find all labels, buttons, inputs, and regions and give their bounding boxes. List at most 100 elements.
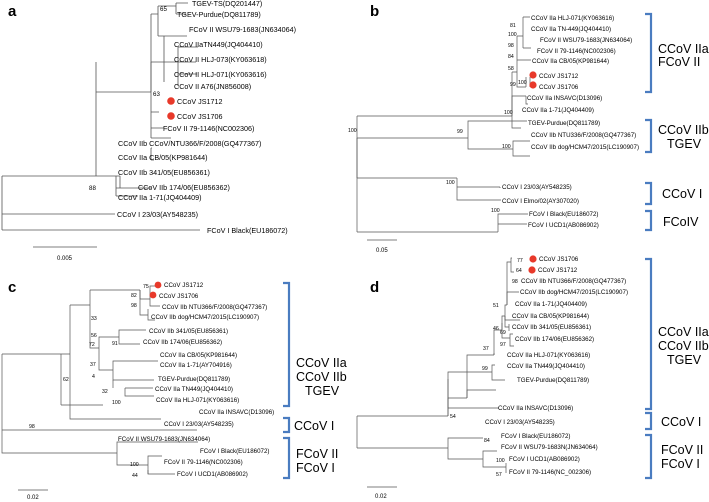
- panel-a-leaf-dots: [167, 97, 175, 120]
- panel-b-brackets: [645, 12, 653, 232]
- leaf-label: FCoV I UCD1(AB086902): [509, 456, 580, 463]
- panel-d: [356, 257, 520, 473]
- scale-bar-label: 0.005: [57, 256, 73, 262]
- panel-c-scale-bar: 0.02: [18, 489, 48, 501]
- leaf-label: FCoV II WSU79-1683N(JN634064): [501, 444, 598, 451]
- bootstrap-value: 58: [508, 66, 514, 72]
- bootstrap-value: 100: [508, 32, 517, 38]
- bracket-ccov-iia-iib-tgev: [645, 257, 653, 411]
- leaf-label: CCoV IIa 1-71(JQ404409): [522, 107, 594, 114]
- bootstrap-value: 84: [508, 54, 514, 60]
- bracket-ccov-iib-tgev: [645, 118, 653, 154]
- leaf-label: CCoV IIa 1-71(JQ404409): [515, 301, 587, 308]
- leaf-label: TGEV-TS(DQ201447): [192, 0, 262, 8]
- leaf-label: FCoV I Black(EU186072): [529, 211, 598, 218]
- panel-d-leaf-dots: [528, 255, 537, 274]
- panel-letter-d: d: [370, 279, 379, 296]
- bootstrap-value: 99: [457, 129, 463, 135]
- bootstrap-value: 98: [29, 424, 35, 430]
- leaf-label: CCoV II HLJ-073(KY063618): [174, 55, 267, 64]
- group-label: CCoV I: [661, 415, 701, 429]
- bootstrap-value: 33: [91, 316, 97, 322]
- group-label: FCoV II: [296, 447, 338, 461]
- panel-d-scale-bar: 0.02: [367, 486, 397, 500]
- leaf-label: CCoV IIb dog/HCM47/2015(LC190907): [531, 144, 639, 151]
- bootstrap-value: 88: [89, 185, 96, 192]
- bootstrap-value: 98: [131, 303, 137, 309]
- group-label: CCoV IIb: [658, 123, 709, 137]
- leaf-label: CCoV IIa INSAVC(D13096): [527, 95, 602, 102]
- bootstrap-value: 100: [130, 462, 139, 468]
- panel-d-brackets: [645, 257, 653, 480]
- leaf-label: CCoV IIa TN449(JQ404410): [507, 363, 585, 370]
- panel-c-leaf-dots: [149, 281, 162, 299]
- bootstrap-value: 97: [500, 342, 506, 348]
- bracket-fcov: [283, 436, 291, 480]
- leaf-label: CCoV IIa TN449(JQ404410): [155, 386, 233, 393]
- leaf-label: FCoV II 79-1146(NC002306): [163, 124, 254, 133]
- leaf-label: CCoV IIa CB/05(KP981644): [532, 58, 609, 65]
- leaf-label: FCoV II WSU79-1683(JN634064): [189, 25, 296, 34]
- panel-a-scale-bar: 0.005: [33, 246, 97, 262]
- panel-a-labels: a TGEV-TS(DQ201447) TGEV-Purdue(DQ811789…: [8, 0, 296, 235]
- leaf-label: CCoV I 23/03(AY548235): [485, 419, 555, 426]
- group-label: CCoV IIb: [296, 370, 347, 384]
- highlight-dot-js1706-b: [529, 81, 537, 89]
- leaf-label: CCoV IIb 174/06(EU856362): [515, 336, 594, 343]
- leaf-label: CCoV JS1712: [539, 73, 579, 80]
- group-label: CCoV IIb: [658, 339, 709, 353]
- bootstrap-value: 44: [132, 473, 138, 479]
- group-label: FCoV II: [658, 55, 700, 69]
- leaf-label: CCoV IIb NTU336/F/2008(GQ477367): [531, 132, 636, 139]
- panel-b-scale-bar: 0.05: [367, 239, 397, 254]
- leaf-label: CCoV JS1706: [159, 293, 199, 300]
- panel-c-brackets: [283, 281, 291, 480]
- bootstrap-value: 99: [510, 82, 516, 88]
- leaf-label: FCoV I UCD1(AB086902): [177, 471, 248, 478]
- group-label: CCoV IIa: [296, 356, 347, 370]
- group-label: TGEV: [667, 137, 702, 151]
- group-label: CCoV I: [294, 419, 334, 433]
- leaf-label: CCoV II A76(JN856008): [174, 82, 251, 91]
- leaf-label: CCoV IIa 1-71(AY704916): [160, 362, 232, 369]
- leaf-label: CCoV IIa HLJ-071(KY063616): [531, 15, 614, 22]
- panel-a: [1, 2, 200, 231]
- leaf-label: CCoV IIa INSAVC(D13096): [199, 409, 274, 416]
- bootstrap-value: 46: [493, 326, 499, 332]
- panel-b-group-labels: CCoV IIa FCoV II CCoV IIb TGEV CCoV I FC…: [658, 42, 709, 229]
- bootstrap-value: 72: [89, 342, 95, 348]
- bootstrap-value: 100: [491, 208, 500, 214]
- bootstrap-value: 100: [502, 144, 511, 150]
- leaf-label: CCoV I 23/03(AY548235): [117, 210, 198, 219]
- leaf-label: CCoV IIb dog/HCM47/2015(LC190907): [520, 289, 628, 296]
- leaf-label: CCoV JS1712: [538, 267, 578, 274]
- leaf-label: CCoV IIaTN449(JQ404410): [174, 40, 263, 49]
- panel-b-labels: b CCoV IIa HLJ-071(KY063616) CCoV IIa TN…: [348, 3, 639, 229]
- bracket-ccov-iia-fcov-ii: [645, 12, 653, 94]
- group-label: TGEV: [305, 384, 340, 398]
- leaf-label: CCoV JS1706: [539, 256, 579, 263]
- group-label: FCoV I: [296, 461, 335, 475]
- leaf-label: CCoV IIa CB/05(KP981644): [512, 313, 589, 320]
- bootstrap-value: 69: [500, 330, 506, 336]
- leaf-label: CCoV I 23/03(AY548235): [164, 421, 234, 428]
- group-label: FCoV II: [661, 443, 703, 457]
- leaf-label: CCoV JS1712: [164, 282, 204, 289]
- leaf-label: FCoV II WSU79-1683(JN634064): [118, 436, 210, 443]
- bootstrap-value: 62: [63, 377, 69, 383]
- group-label: CCoV IIa: [658, 325, 709, 339]
- bootstrap-value: 32: [102, 389, 108, 395]
- leaf-label: CCoV IIb 341/05(EU856361): [149, 328, 228, 335]
- group-label: CCoV IIa: [658, 42, 709, 56]
- panel-b: [356, 16, 531, 233]
- bracket-ccov-i: [645, 181, 653, 206]
- scale-bar-label: 0.05: [376, 248, 388, 254]
- bootstrap-value: 91: [112, 341, 118, 347]
- bootstrap-value: 4: [92, 374, 95, 380]
- highlight-dot-js1712-a: [167, 97, 175, 105]
- leaf-label: CCoV IIb CCoV/NTU366/F/2008(GQ477367): [118, 139, 261, 148]
- bootstrap-value: 100: [348, 128, 357, 134]
- panel-c-group-labels: CCoV IIa CCoV IIb TGEV CCoV I FCoV II FC…: [294, 356, 347, 475]
- bootstrap-value: 100: [504, 110, 513, 116]
